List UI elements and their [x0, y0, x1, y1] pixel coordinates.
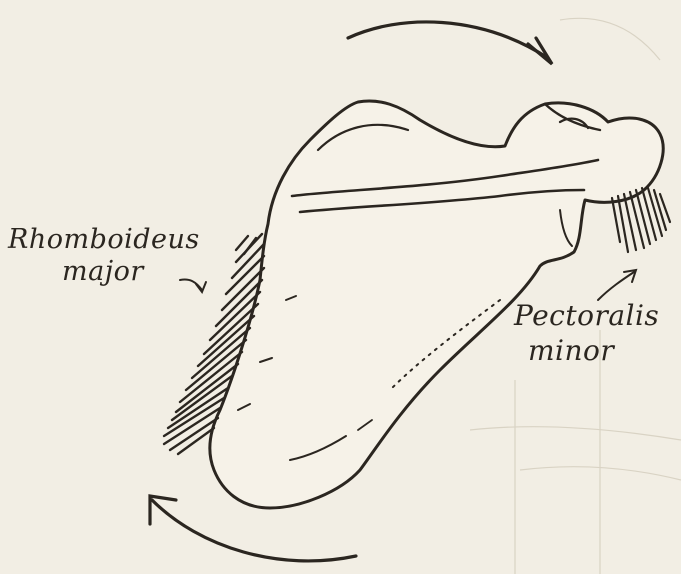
pectoralis-label-line1: Pectoralis: [514, 302, 659, 330]
top-rotation-arrow: [348, 22, 552, 64]
rhomboideus-label-line2: major: [62, 258, 144, 285]
pectoralis-pointer: [598, 270, 636, 300]
pectoralis-label-line2: minor: [528, 337, 614, 365]
rhomboideus-pointer: [180, 279, 206, 292]
rhomboideus-label-line1: Rhomboideus: [8, 226, 200, 253]
